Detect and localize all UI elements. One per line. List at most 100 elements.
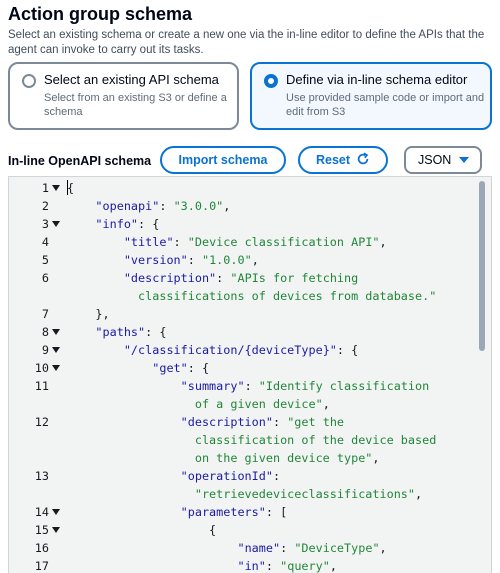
reset-button[interactable]: Reset bbox=[298, 146, 388, 174]
code-line: "retrievedeviceclassifications", bbox=[67, 485, 422, 503]
json-punct bbox=[67, 361, 152, 375]
line-number: 12 bbox=[34, 415, 49, 429]
json-punct: , bbox=[223, 199, 231, 213]
fold-toggle-icon[interactable] bbox=[52, 526, 60, 536]
json-punct bbox=[67, 415, 181, 429]
fold-toggle-icon[interactable] bbox=[52, 508, 60, 518]
json-punct bbox=[67, 217, 95, 231]
json-punct bbox=[67, 325, 95, 339]
code-line: "in": "query", bbox=[67, 557, 337, 573]
json-punct: : bbox=[280, 541, 295, 555]
json-punct: , bbox=[379, 235, 387, 249]
json-punct bbox=[67, 199, 95, 213]
line-number: 14 bbox=[34, 505, 49, 519]
radio-inline-editor[interactable] bbox=[264, 74, 278, 88]
line-number: 15 bbox=[34, 523, 49, 537]
json-punct: }, bbox=[67, 307, 110, 321]
refresh-icon bbox=[356, 152, 370, 169]
line-number: 5 bbox=[41, 253, 49, 267]
json-string: "1.0.0" bbox=[201, 253, 252, 267]
line-number: 3 bbox=[41, 217, 49, 231]
json-key: "/classification/{deviceType}" bbox=[123, 343, 337, 357]
json-key: "version" bbox=[123, 253, 188, 267]
import-schema-label: Import schema bbox=[178, 153, 268, 167]
json-key: "operationId" bbox=[180, 469, 273, 483]
fold-toggle-icon[interactable] bbox=[52, 220, 60, 230]
line-number: 13 bbox=[34, 469, 49, 483]
code-line: { bbox=[67, 179, 74, 197]
fold-toggle-icon[interactable] bbox=[52, 346, 60, 356]
fold-toggle-icon[interactable] bbox=[52, 184, 60, 194]
code-line: "get": { bbox=[67, 359, 209, 377]
json-punct: : bbox=[216, 271, 231, 285]
editor-label: In-line OpenAPI schema bbox=[8, 154, 152, 168]
json-string: of a given device" bbox=[67, 397, 323, 411]
section-title: Action group schema bbox=[8, 4, 193, 24]
json-punct bbox=[67, 379, 181, 393]
line-number: 2 bbox=[41, 199, 49, 213]
editor-scrollbar[interactable] bbox=[479, 181, 485, 351]
json-punct bbox=[67, 559, 237, 573]
json-punct: : [ bbox=[265, 505, 288, 519]
line-number: 1 bbox=[41, 181, 49, 195]
import-schema-button[interactable]: Import schema bbox=[160, 146, 286, 174]
code-line: "paths": { bbox=[67, 323, 166, 341]
json-punct: : bbox=[187, 253, 202, 267]
line-number: 8 bbox=[41, 325, 49, 339]
json-key: "summary" bbox=[180, 379, 245, 393]
json-punct: : bbox=[272, 415, 288, 429]
line-number: 6 bbox=[41, 271, 49, 285]
json-punct: : bbox=[244, 379, 259, 393]
json-punct bbox=[67, 235, 124, 249]
option-existing-schema[interactable]: Select an existing API schema Select fro… bbox=[8, 62, 239, 130]
json-key: "description" bbox=[180, 415, 273, 429]
format-select[interactable]: JSON bbox=[404, 146, 482, 174]
code-line: "name": "DeviceType", bbox=[67, 539, 386, 557]
json-string: "APIs for fetching bbox=[230, 271, 359, 285]
fold-toggle-icon[interactable] bbox=[52, 328, 60, 338]
code-line: of a given device", bbox=[67, 395, 330, 413]
radio-existing-schema[interactable] bbox=[22, 74, 36, 88]
option-inline-editor-label: Define via in-line schema editor bbox=[286, 72, 468, 87]
code-line: classifications of devices from database… bbox=[67, 287, 436, 305]
code-line: "openapi": "3.0.0", bbox=[67, 197, 230, 215]
json-string: "3.0.0" bbox=[173, 199, 224, 213]
text-cursor bbox=[67, 180, 68, 195]
json-punct: : bbox=[159, 199, 174, 213]
json-punct: , bbox=[329, 559, 337, 573]
json-punct: , bbox=[322, 397, 330, 411]
format-select-value: JSON bbox=[418, 153, 452, 167]
json-string: "query" bbox=[280, 559, 330, 573]
option-inline-editor-description: Use provided sample code or import and e… bbox=[286, 92, 485, 118]
code-line: "version": "1.0.0", bbox=[67, 251, 259, 269]
code-line: "/classification/{deviceType}": { bbox=[67, 341, 358, 359]
json-punct: : { bbox=[336, 343, 359, 357]
code-line: "info": { bbox=[67, 215, 159, 233]
json-punct bbox=[67, 541, 237, 555]
line-number: 11 bbox=[34, 379, 49, 393]
code-line: classification of the device based bbox=[67, 431, 437, 449]
line-number: 16 bbox=[34, 541, 49, 555]
json-key: "in" bbox=[237, 559, 266, 573]
fold-toggle-icon[interactable] bbox=[52, 364, 60, 374]
json-string: "DeviceType" bbox=[294, 541, 380, 555]
line-number: 17 bbox=[34, 559, 49, 573]
code-line: "description": "get the bbox=[67, 413, 344, 431]
json-string: "get the bbox=[287, 415, 345, 429]
json-string: classifications of devices from database… bbox=[67, 289, 437, 303]
line-number: 7 bbox=[41, 307, 49, 321]
json-punct bbox=[67, 343, 124, 357]
json-key: "info" bbox=[95, 217, 139, 231]
section-description: Select an existing schema or create a ne… bbox=[8, 29, 485, 56]
json-punct: , bbox=[251, 253, 259, 267]
json-punct: { bbox=[67, 523, 217, 537]
json-punct bbox=[67, 505, 181, 519]
code-line: { bbox=[67, 521, 216, 539]
code-line: "summary": "Identify classification bbox=[67, 377, 430, 395]
option-inline-editor[interactable]: Define via in-line schema editor Use pro… bbox=[250, 62, 492, 130]
json-punct bbox=[67, 271, 124, 285]
json-punct: { bbox=[67, 181, 75, 195]
json-punct: : bbox=[173, 235, 188, 249]
